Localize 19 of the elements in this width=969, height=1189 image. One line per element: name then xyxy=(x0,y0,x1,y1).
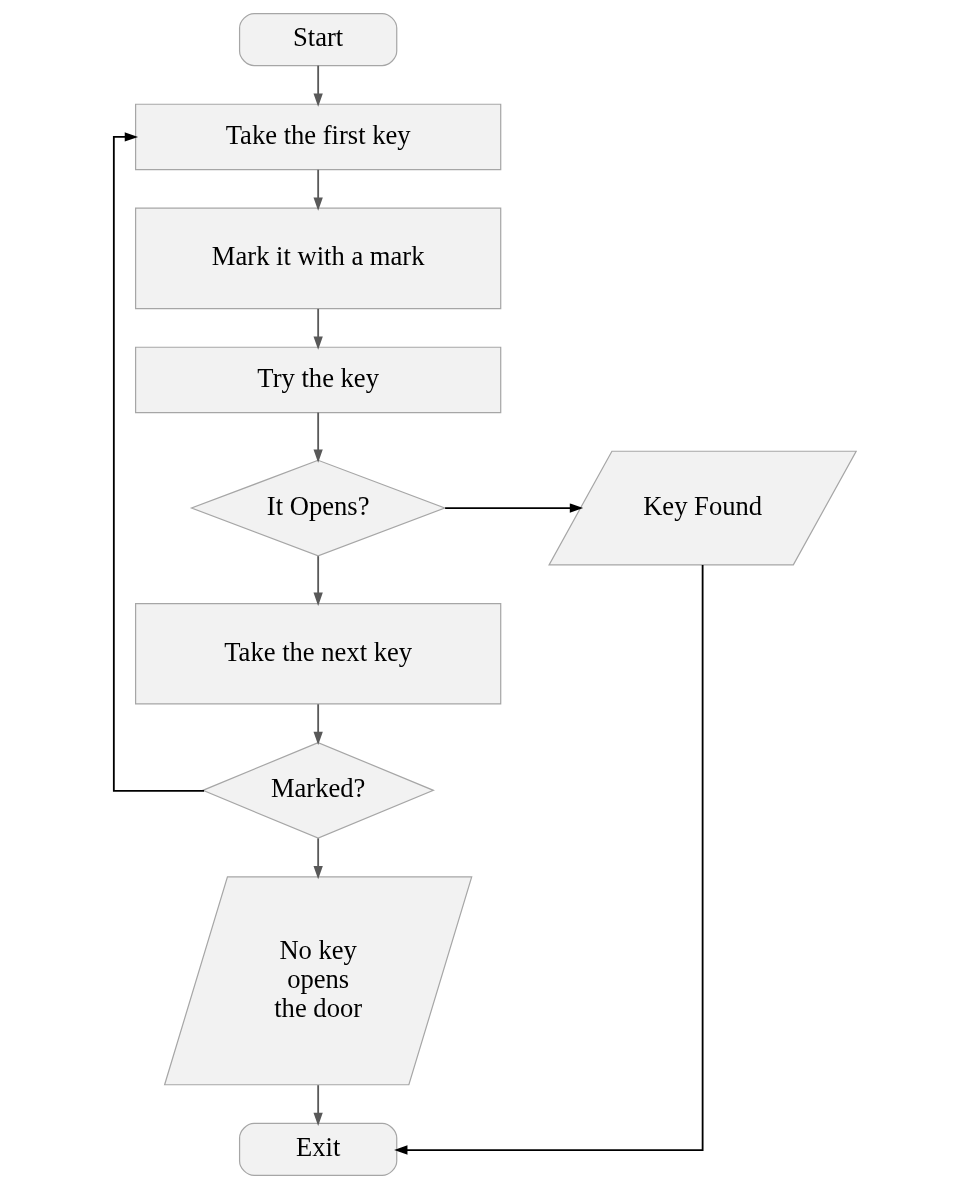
arrow xyxy=(313,703,323,746)
arrow xyxy=(443,503,583,513)
arrow xyxy=(313,64,323,107)
arrow xyxy=(313,168,323,211)
arrow xyxy=(313,1084,323,1126)
node-diamond: Marked? xyxy=(200,741,435,839)
node-box: Exit xyxy=(238,1122,397,1177)
node-box: Take the next key xyxy=(134,602,501,705)
arrow xyxy=(313,411,323,463)
node-box: Start xyxy=(238,12,397,67)
arrow xyxy=(112,132,205,792)
node-diamond: It Opens? xyxy=(189,459,446,557)
arrow xyxy=(313,555,323,606)
arrow xyxy=(313,307,323,350)
arrow xyxy=(393,564,704,1155)
node-box: Try the key xyxy=(134,346,501,414)
arrow xyxy=(313,837,323,880)
node-box: Take the first key xyxy=(134,103,501,171)
node-box: Mark it with a mark xyxy=(134,207,501,310)
